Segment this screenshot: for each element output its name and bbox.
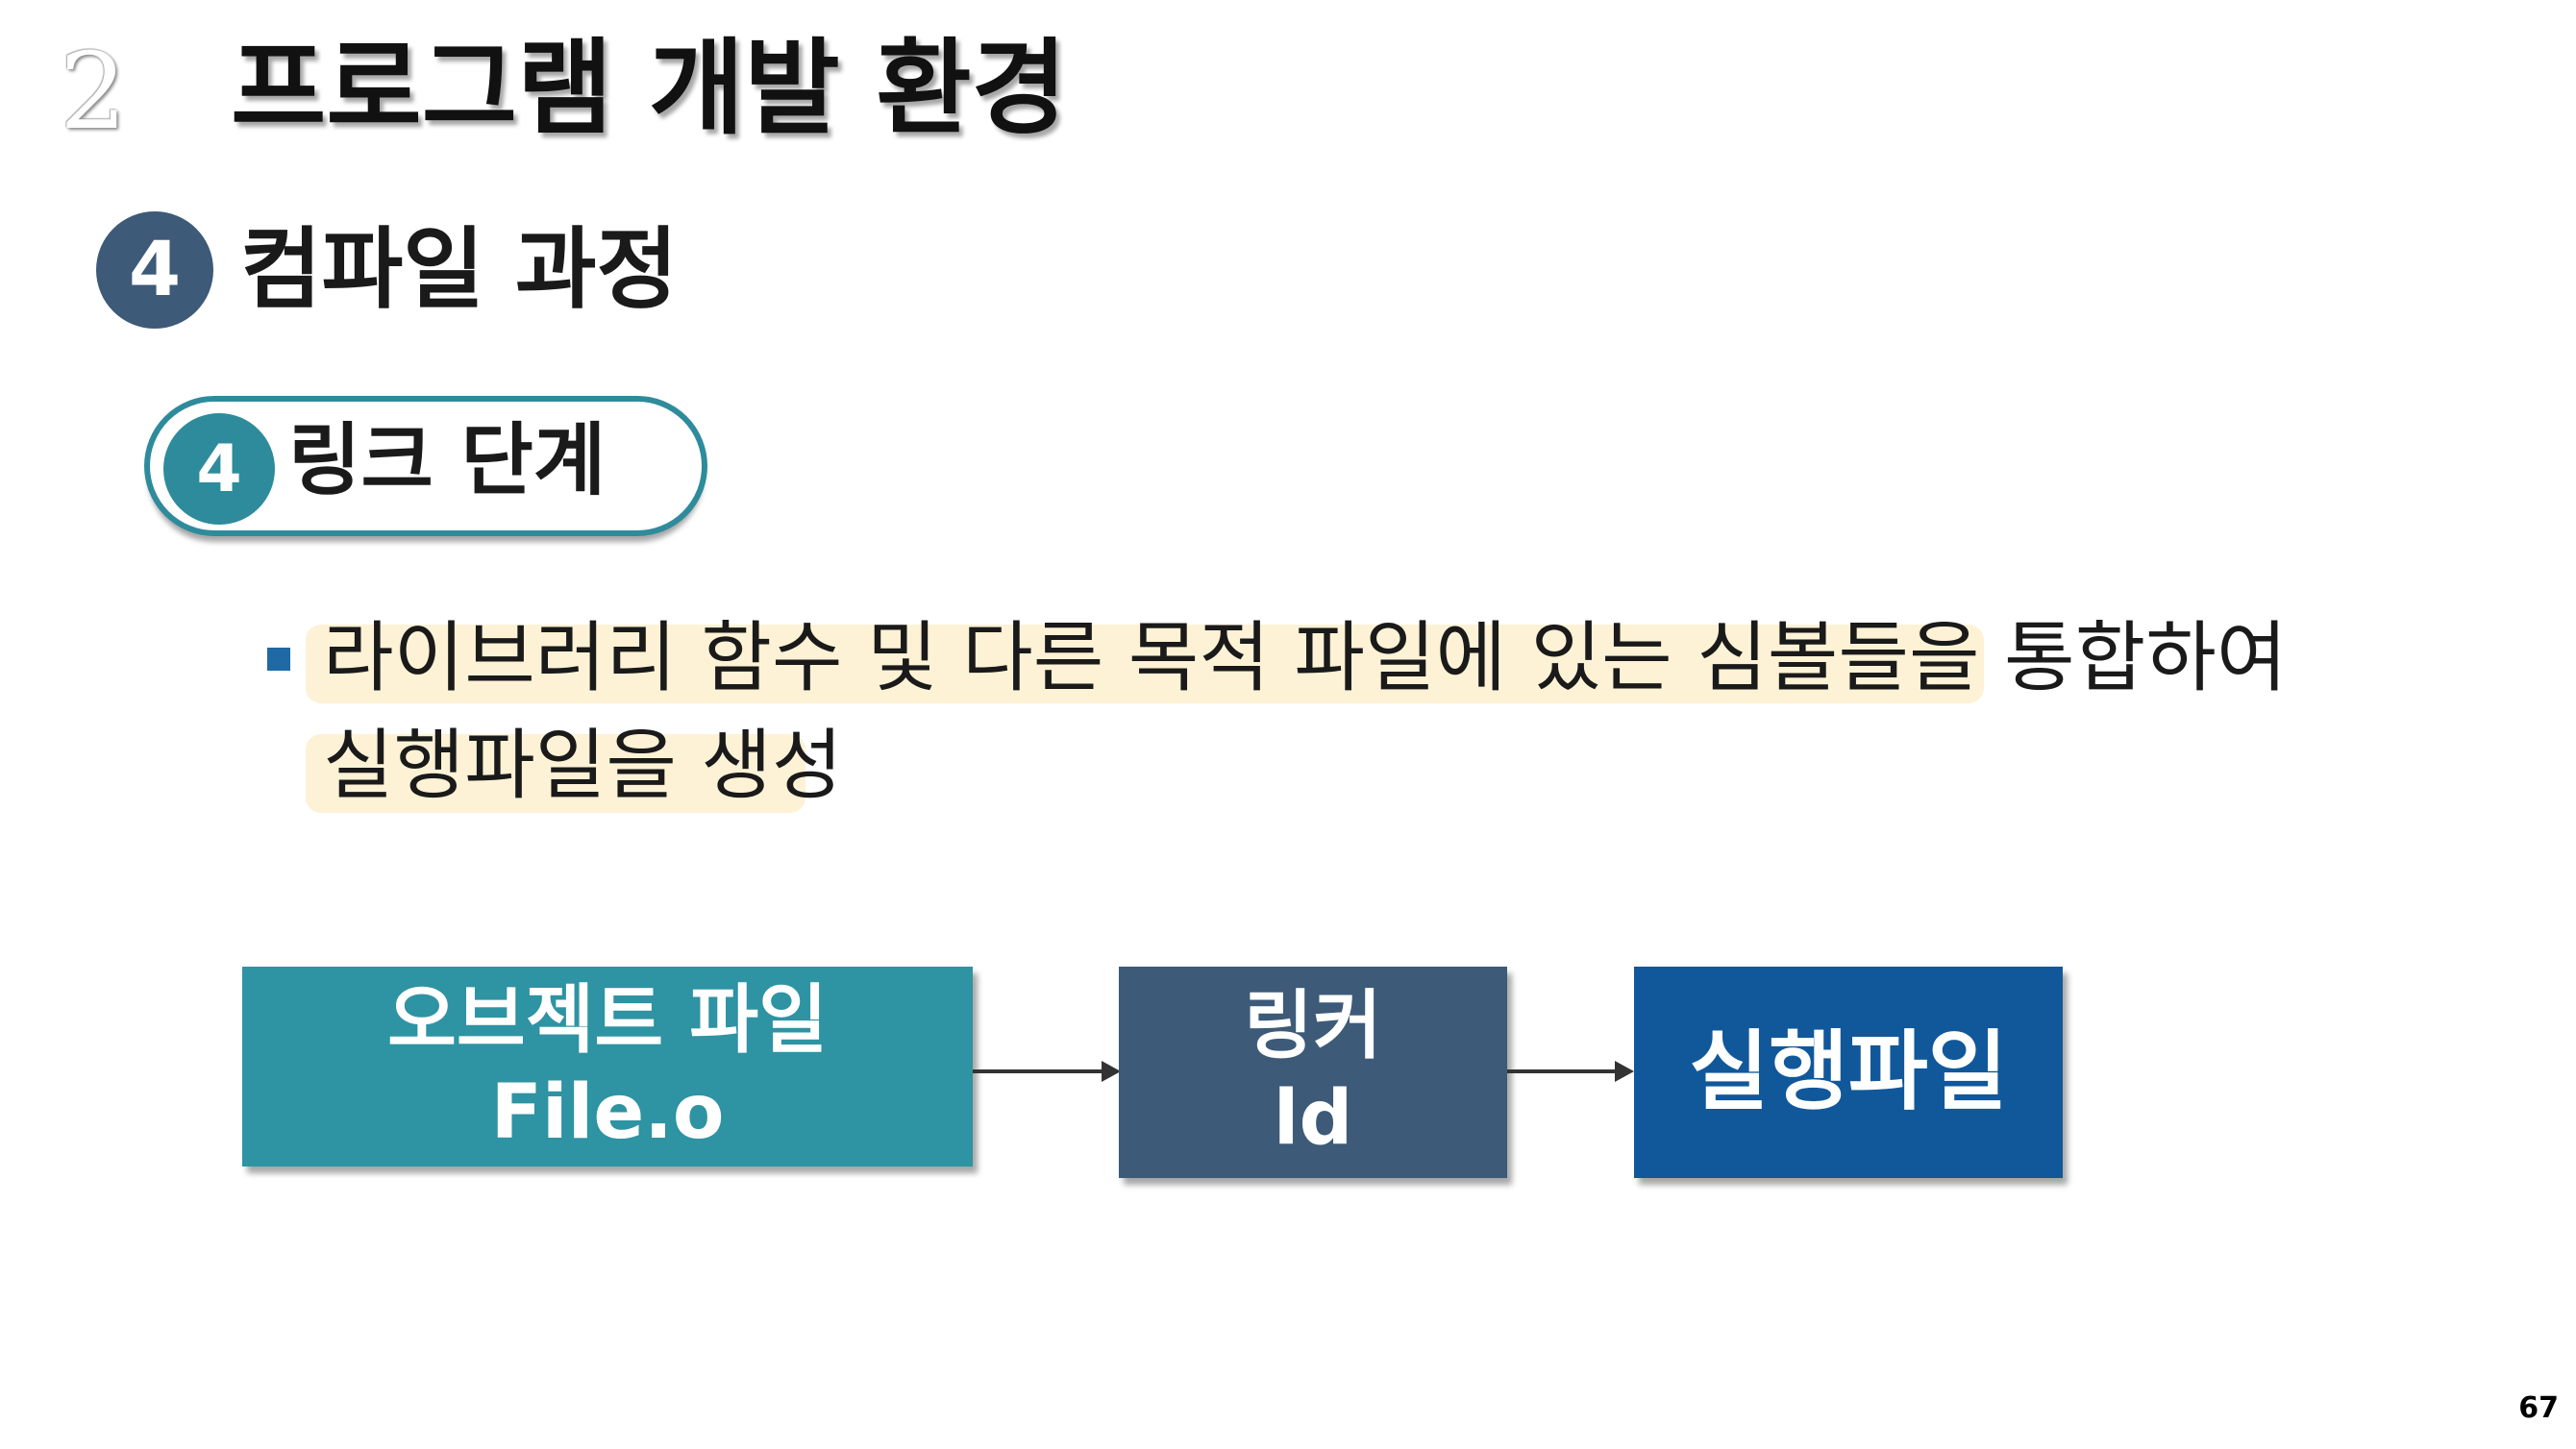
highlight-band xyxy=(306,734,805,813)
linker-box: 링커 ld xyxy=(1119,967,1507,1178)
subsection-number-badge: 4 xyxy=(163,413,275,525)
object-file-label: 오브젝트 파일 xyxy=(387,977,828,1064)
page-number: 67 xyxy=(2518,1391,2559,1425)
bullet-text-line: 라이브러리 함수 및 다른 목적 파일에 있는 심볼들을 통합하여 xyxy=(323,613,2288,702)
page-title: 프로그램 개발 환경 xyxy=(231,29,1068,149)
arrow-right-icon xyxy=(1507,1061,1634,1082)
bullet-square-icon xyxy=(267,648,290,671)
chapter-number: 2 xyxy=(60,30,127,153)
section-number-badge: 4 xyxy=(96,211,213,329)
highlight-band xyxy=(306,625,1984,703)
bullet-text-line: 실행파일을 생성 xyxy=(323,721,843,810)
executable-label: 실행파일 xyxy=(1689,1021,2008,1122)
object-file-sublabel: File.o xyxy=(490,1069,725,1156)
section-title: 컴파일 과정 xyxy=(240,218,679,321)
object-file-box: 오브젝트 파일 File.o xyxy=(242,967,973,1167)
linker-sublabel: ld xyxy=(1273,1075,1353,1162)
arrow-right-icon xyxy=(973,1061,1121,1082)
subsection-title: 링크 단계 xyxy=(288,415,607,506)
executable-box: 실행파일 xyxy=(1634,967,2063,1178)
linker-label: 링커 xyxy=(1244,983,1382,1069)
